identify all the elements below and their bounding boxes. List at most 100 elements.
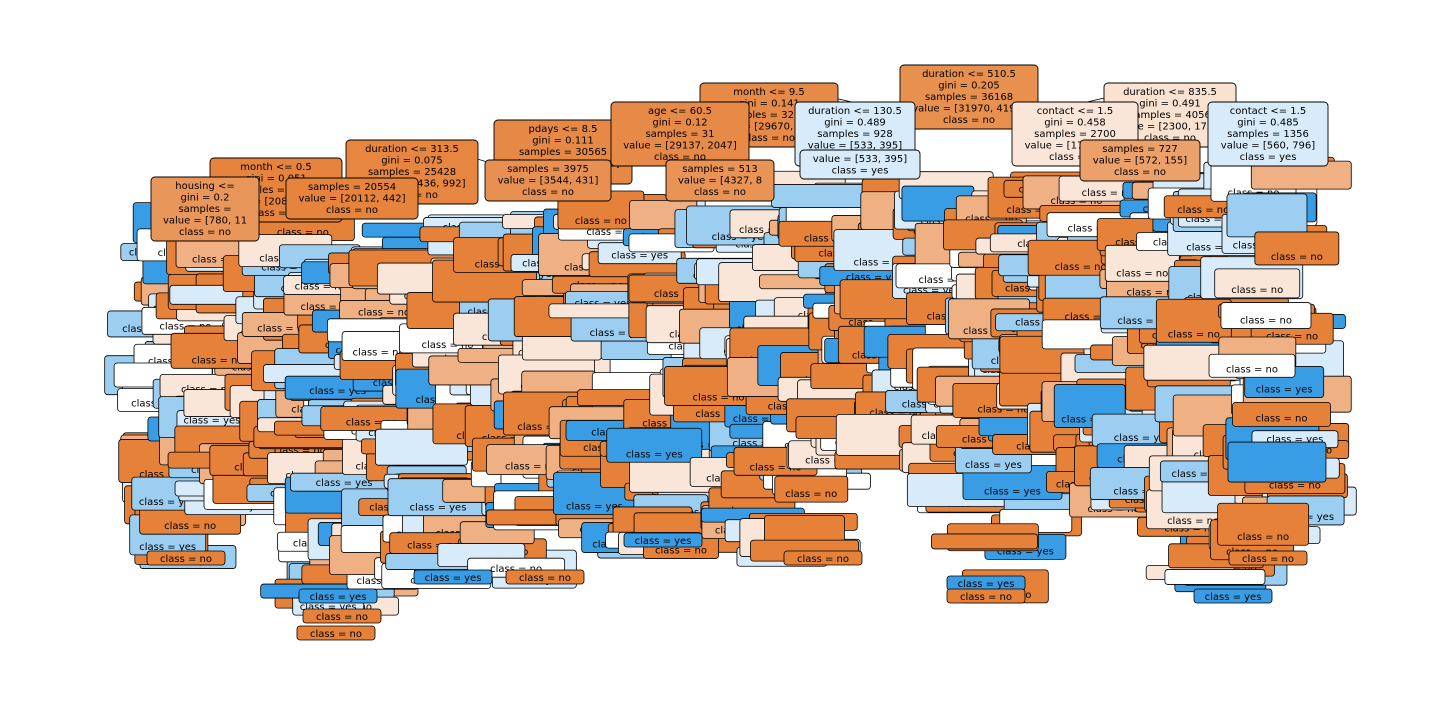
svg-text:class = no: class = no bbox=[1231, 285, 1283, 296]
node-line: class = no bbox=[1049, 152, 1101, 163]
svg-text:class = no: class = no bbox=[1116, 268, 1168, 279]
svg-text:class = yes: class = yes bbox=[733, 414, 790, 425]
tail-leaf-1: class = no bbox=[302, 608, 382, 624]
svg-text:class = no: class = no bbox=[785, 489, 837, 500]
svg-text:class = no: class = no bbox=[164, 521, 216, 532]
node-line: gini = 0.489 bbox=[824, 118, 886, 129]
svg-text:class = yes: class = yes bbox=[1061, 415, 1118, 426]
svg-text:class = yes: class = yes bbox=[310, 592, 367, 603]
leaf-node-406: class = yes bbox=[606, 427, 703, 463]
svg-text:class = yes: class = yes bbox=[139, 542, 196, 553]
svg-text:class = no: class = no bbox=[962, 435, 1014, 446]
tail-leaf-4: class = no bbox=[505, 569, 585, 585]
node-line: class = no bbox=[522, 187, 574, 198]
node-line: duration <= 313.5 bbox=[365, 144, 459, 155]
tail-leaf-5: class = yes bbox=[413, 569, 493, 585]
svg-text:class = no: class = no bbox=[1237, 532, 1289, 543]
svg-text:class = no: class = no bbox=[358, 307, 410, 318]
svg-text:class = no: class = no bbox=[316, 612, 368, 623]
tail-leaf-2: class = no bbox=[296, 625, 376, 641]
svg-text:class = yes: class = yes bbox=[410, 503, 467, 514]
node-line: samples = 3975 bbox=[507, 164, 589, 175]
svg-text:class = no: class = no bbox=[1269, 480, 1321, 491]
svg-text:class = no: class = no bbox=[517, 422, 569, 433]
svg-text:class = no: class = no bbox=[295, 282, 347, 293]
leaf-node-843 bbox=[1226, 193, 1308, 238]
leaf-node-791 bbox=[1164, 569, 1266, 585]
leaf-node-852: class = no bbox=[1208, 353, 1296, 378]
node-line: class = no bbox=[654, 152, 706, 163]
node-line: value = [1740, 960] bbox=[1025, 141, 1126, 152]
svg-text:class = no: class = no bbox=[655, 546, 707, 557]
leaf-node-848: class = no bbox=[1217, 502, 1310, 546]
svg-text:class = no: class = no bbox=[750, 462, 802, 473]
node-line: gini = 0.111 bbox=[532, 136, 594, 147]
svg-text:class = no: class = no bbox=[421, 340, 473, 351]
node-line: contact <= 1.5 bbox=[1037, 106, 1113, 117]
node-line: gini = 0.12 bbox=[652, 118, 707, 129]
node-line: gini = 0.458 bbox=[1044, 118, 1106, 129]
svg-text:class = no: class = no bbox=[654, 289, 706, 300]
svg-text:class = yes: class = yes bbox=[846, 272, 903, 283]
svg-text:class = no: class = no bbox=[642, 418, 694, 429]
node-line: samples = 727 bbox=[1102, 144, 1177, 155]
node-line: value = [533, 395] bbox=[813, 154, 907, 165]
svg-text:class = no: class = no bbox=[192, 254, 244, 265]
svg-text:class = no: class = no bbox=[575, 216, 627, 227]
svg-text:class = no: class = no bbox=[407, 541, 459, 552]
node-line: duration <= 835.5 bbox=[1123, 87, 1217, 98]
node-line: samples = 4056 bbox=[1129, 110, 1211, 121]
node-line: samples = 25428 bbox=[368, 167, 456, 178]
node-line: class = no bbox=[694, 187, 746, 198]
node-line: pdays <= 8.5 bbox=[529, 124, 598, 135]
svg-text:class = no: class = no bbox=[918, 275, 970, 286]
tail-leaf-6: class = yes bbox=[946, 575, 1026, 591]
node-line: gini = 0.205 bbox=[938, 81, 1000, 92]
svg-text:class = no: class = no bbox=[1064, 312, 1116, 323]
node-line: samples = 21453 bbox=[232, 185, 320, 196]
svg-text:class = yes: class = yes bbox=[1267, 435, 1324, 446]
svg-text:class = no: class = no bbox=[586, 227, 638, 238]
svg-text:class = no: class = no bbox=[965, 214, 1017, 225]
svg-text:class = yes: class = yes bbox=[853, 258, 910, 269]
svg-text:class = no: class = no bbox=[300, 302, 352, 313]
tail-leaf-10: class = no bbox=[783, 550, 863, 566]
svg-text:class = yes: class = yes bbox=[316, 478, 373, 489]
node-line: contact <= 1.5 bbox=[1230, 106, 1306, 117]
svg-text:class = no: class = no bbox=[1242, 554, 1294, 565]
leaf-node-845: class = no bbox=[1220, 302, 1312, 329]
svg-text:class = no: class = no bbox=[274, 445, 326, 456]
node-line: gini = 0.2 bbox=[181, 193, 230, 204]
node-line: class = no bbox=[179, 227, 231, 238]
node-line: value = [29670, 2442] bbox=[712, 122, 826, 133]
node-line: samples = 513 bbox=[682, 164, 757, 175]
svg-text:class = yes: class = yes bbox=[997, 546, 1054, 557]
node-line: class = no bbox=[943, 115, 995, 126]
svg-text:class = yes: class = yes bbox=[1117, 316, 1174, 327]
svg-text:class = no: class = no bbox=[1068, 224, 1120, 235]
node-line: age <= 60.5 bbox=[648, 106, 712, 117]
node-line: class = yes bbox=[832, 166, 889, 177]
svg-text:class = no: class = no bbox=[1271, 252, 1323, 263]
svg-text:class = no: class = no bbox=[977, 404, 1029, 415]
tail-leaf-0: class = no bbox=[146, 550, 226, 566]
svg-text:class = no: class = no bbox=[804, 233, 856, 244]
node-line: class = no bbox=[1144, 133, 1196, 144]
node-line: value = [4327, 8 bbox=[678, 176, 762, 187]
svg-text:class = no: class = no bbox=[1177, 205, 1229, 216]
leaf-node-520 bbox=[771, 184, 876, 208]
svg-text:class = no: class = no bbox=[805, 456, 857, 467]
node-line: class = yes bbox=[1240, 152, 1297, 163]
svg-text:class = yes: class = yes bbox=[1171, 469, 1228, 480]
svg-text:class = yes: class = yes bbox=[965, 460, 1022, 471]
tail-leaf-3: class = yes bbox=[298, 588, 378, 604]
leaf-node-632 bbox=[931, 533, 1038, 550]
node-line: gini = 0.051 bbox=[245, 174, 307, 185]
